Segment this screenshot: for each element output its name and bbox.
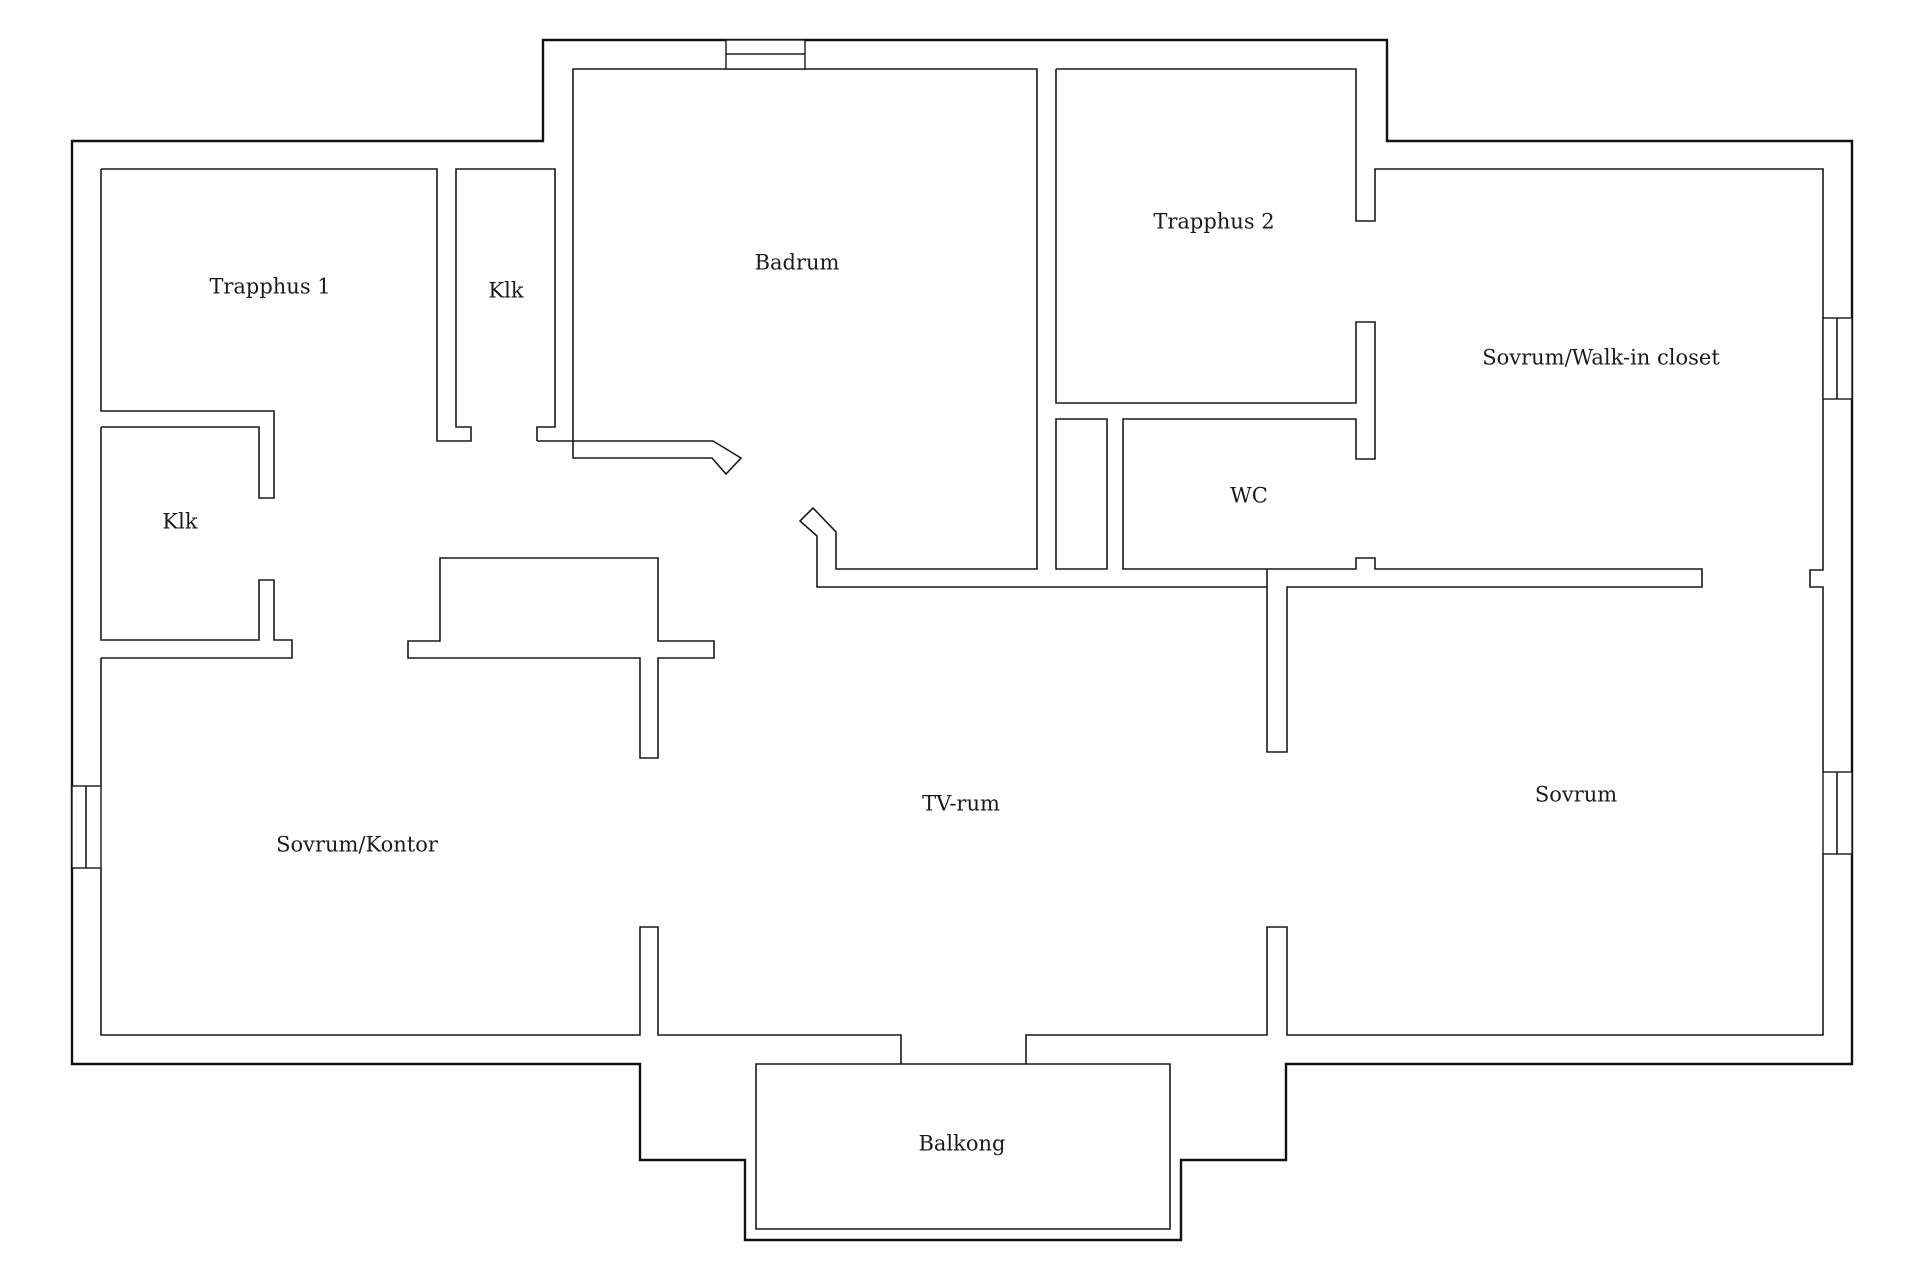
outer-wall <box>70 38 1854 1242</box>
wall-klk-left <box>100 427 293 659</box>
label-klk-left: Klk <box>162 510 197 534</box>
label-klk-top: Klk <box>488 279 523 303</box>
wall-right <box>1025 318 1824 1064</box>
wall-central <box>407 557 715 759</box>
wall-badrum <box>537 68 1268 588</box>
windows <box>71 39 1853 869</box>
label-wc: WC <box>1230 484 1268 508</box>
label-trapphus1: Trapphus 1 <box>209 275 330 299</box>
wall-trapphus2 <box>1056 68 1824 318</box>
wall-trapphus2-bottom <box>1055 69 1703 753</box>
room-labels: Trapphus 1 Klk Badrum Trapphus 2 Sovrum/… <box>162 210 1720 1156</box>
wall-trapphus1-bottom <box>100 169 275 499</box>
label-balkong: Balkong <box>918 1132 1005 1156</box>
interior-walls <box>100 68 1824 1230</box>
label-walkin: Sovrum/Walk-in closet <box>1482 346 1720 370</box>
wall-closet <box>1055 418 1108 570</box>
label-badrum: Badrum <box>755 251 840 275</box>
wall-balkong <box>755 1063 1171 1230</box>
label-tvrum: TV-rum <box>922 792 1000 816</box>
wall-bottom-left <box>100 658 902 1064</box>
label-sovrum-kontor: Sovrum/Kontor <box>276 833 439 857</box>
label-sovrum: Sovrum <box>1535 783 1617 807</box>
wall-trapphus1 <box>101 168 556 442</box>
label-trapphus2: Trapphus 2 <box>1153 210 1274 234</box>
